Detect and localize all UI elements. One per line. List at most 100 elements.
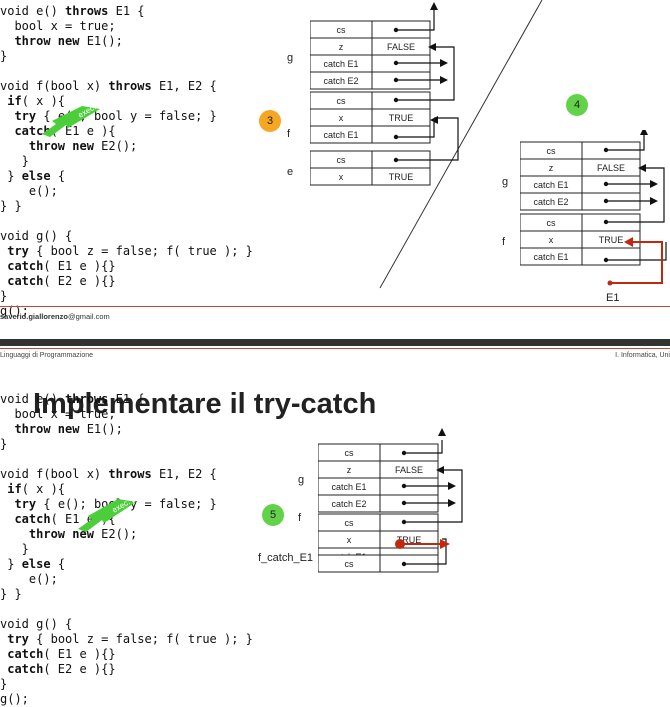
bottom-frame-label-f: f (298, 512, 302, 524)
code-keyword: if (7, 94, 22, 108)
top-right-arrowheads (603, 130, 658, 263)
panel-separator (379, 0, 543, 289)
step-badge-5: 5 (262, 504, 284, 526)
code-text: { bool z = false; f( true ); } (28, 632, 253, 646)
frame-variable-value: TRUE (599, 235, 624, 245)
code-line (0, 602, 253, 617)
code-line: } (0, 437, 253, 452)
code-line: void e() throws E1 { (0, 392, 253, 407)
code-keyword: throw new (14, 34, 80, 48)
code-keyword: throw new (14, 422, 80, 436)
code-line: } (0, 542, 253, 557)
code-line: } } (0, 199, 253, 214)
top-right-frame-label-f: f (502, 236, 506, 248)
code-line: if( x ){ (0, 482, 253, 497)
code-text: void e() (0, 392, 66, 406)
code-text: void e() (0, 4, 66, 18)
top-left-frame-label-f: f (287, 128, 291, 140)
top-left-pointers (396, 8, 459, 161)
bottom-exec-point-label: exec. point (111, 497, 147, 515)
bottom-exec-point-marker: exec. point (78, 497, 147, 532)
code-line: bool x = true; (0, 407, 253, 422)
code-text: ( x ){ (21, 94, 66, 108)
code-line: try { bool z = false; f( true ); } (0, 244, 253, 259)
code-keyword: try (14, 109, 37, 123)
frame-variable-name: cs (337, 25, 347, 35)
frame-variable-value: TRUE (397, 535, 422, 545)
code-text: } } (0, 199, 22, 213)
footer-course: Linguaggi di Programmazione (0, 352, 93, 359)
code-keyword: throws (65, 392, 109, 406)
code-text: E1, E2 { (151, 467, 217, 481)
code-text: E1(); (79, 422, 123, 436)
bottom-frame-label-g: g (298, 474, 305, 486)
code-keyword: throws (65, 4, 109, 18)
code-line: bool x = true; (0, 19, 253, 34)
code-line: } } (0, 587, 253, 602)
code-line: throw new E2(); (0, 527, 253, 542)
footer-divider-top (0, 306, 670, 307)
code-line: } else { (0, 169, 253, 184)
code-keyword: throw new (28, 139, 94, 153)
top-left-frame-label-g: g (287, 52, 294, 64)
code-text: E2(); (93, 139, 138, 153)
code-line: catch( E1 e ){} (0, 259, 253, 274)
code-keyword: try (14, 497, 37, 511)
frame-variable-name: cs (547, 218, 557, 228)
footer-department: I. Informatica, Uni (615, 352, 670, 359)
code-keyword: if (7, 482, 22, 496)
footer-author: saverio.giallorenzo@gmail.com (0, 312, 110, 321)
code-keyword: catch (14, 124, 51, 138)
code-line: } (0, 154, 253, 169)
code-text: } (0, 49, 8, 63)
frame-variable-name: cs (345, 559, 355, 569)
code-line: } else { (0, 557, 253, 572)
code-line: } (0, 49, 253, 64)
code-keyword: catch (7, 662, 44, 676)
code-text: { (50, 557, 66, 571)
code-line: try { bool z = false; f( true ); } (0, 632, 253, 647)
code-line: } (0, 677, 253, 692)
frame-variable-name: cs (337, 96, 347, 106)
footer-author-name: saverio.giallorenzo (0, 312, 68, 321)
code-keyword: else (21, 169, 51, 183)
code-text: E1 { (108, 392, 145, 406)
code-text: } (0, 169, 22, 183)
step-badge-4: 4 (566, 94, 588, 116)
code-line: throw new E2(); (0, 139, 253, 154)
bottom-pointers (404, 440, 463, 565)
footer-divider-mid (0, 348, 670, 349)
code-text: E1(); (79, 34, 123, 48)
step-badge-3: 3 (259, 110, 281, 132)
bottom-frame-label-catch: f_catch_E1 (258, 552, 314, 564)
code-text: E1 { (108, 4, 145, 18)
code-text: g(); (0, 304, 29, 318)
code-line (0, 452, 253, 467)
code-keyword: throw new (28, 527, 94, 541)
code-line: catch( E2 e ){} (0, 274, 253, 289)
code-text: E2(); (93, 527, 138, 541)
code-keyword: else (21, 557, 51, 571)
code-line: } (0, 289, 253, 304)
exception-pointer (607, 237, 663, 286)
frame-variable-value: FALSE (597, 163, 625, 173)
code-text: ( E2 e ){} (43, 274, 116, 288)
code-text: ( E1 e ){} (43, 647, 116, 661)
top-exec-point-marker: exec. point (42, 104, 110, 137)
frame-variable-name: z (549, 163, 554, 173)
footer-dark-bar (0, 339, 670, 346)
code-text: E1, E2 { (151, 79, 217, 93)
frame-variable-name: catch E1 (533, 252, 568, 262)
code-line: catch( E1 e ){} (0, 647, 253, 662)
frame-variable-name: catch E1 (331, 482, 366, 492)
frame-variable-name: x (347, 535, 352, 545)
frame-variable-value: FALSE (387, 42, 415, 52)
code-text: ( E2 e ){} (43, 662, 116, 676)
code-line: catch( E2 e ){} (0, 662, 253, 677)
